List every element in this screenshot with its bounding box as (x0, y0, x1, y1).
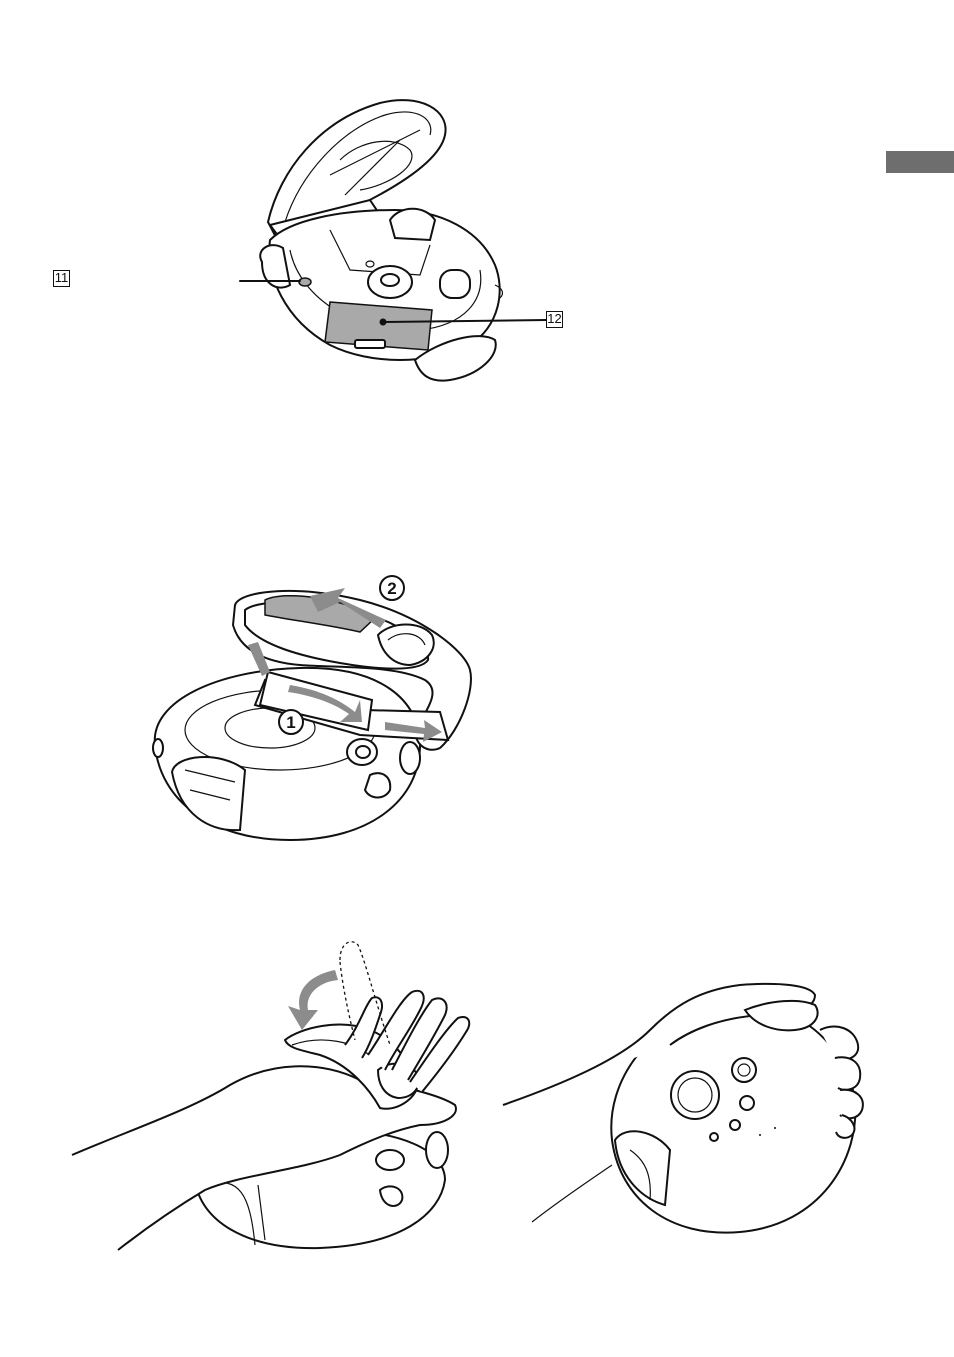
step-1-label: 1 (286, 713, 295, 732)
hand-holding-player-illustration (503, 984, 863, 1233)
strap-attach-illustration: 2 1 (153, 576, 471, 840)
hand-through-strap-illustration (72, 942, 469, 1250)
step-2-label: 2 (387, 579, 396, 598)
cd-player-open-illustration (240, 100, 546, 381)
